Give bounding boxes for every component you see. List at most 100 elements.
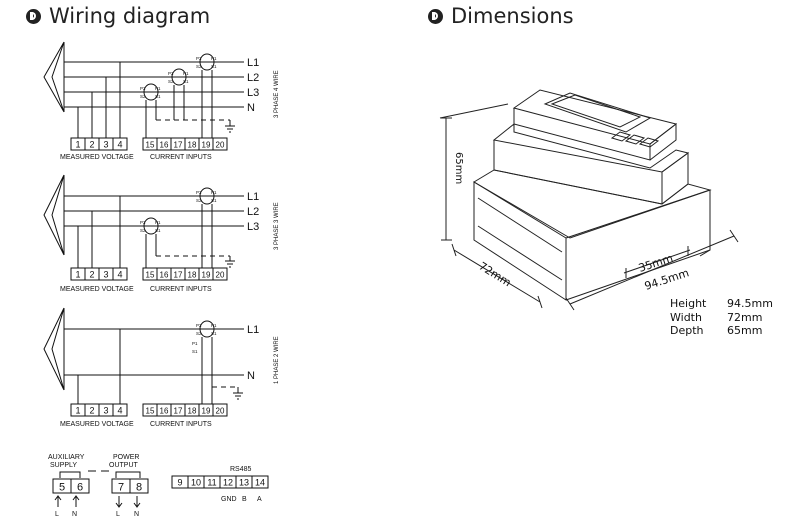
- ct-p2: P2: [168, 71, 174, 76]
- ct-s2: S2: [196, 331, 202, 336]
- meter-groove: [477, 197, 563, 281]
- ct-p1: P1: [211, 56, 217, 61]
- terminal-number: 19: [202, 407, 211, 416]
- terminal-number: 13: [239, 478, 249, 488]
- spec-label: Height: [670, 297, 707, 310]
- terminal-number: 20: [216, 141, 225, 150]
- ground-icon: [233, 387, 243, 400]
- terminal: [112, 403, 128, 417]
- terminal-number: 7: [118, 482, 124, 494]
- wiring-diagram-heading: Wiring diagram: [26, 4, 210, 28]
- spec-row-depth: Depth 65mm: [670, 324, 762, 337]
- terminal-number: 8: [136, 482, 142, 494]
- current-transformer: [199, 320, 215, 338]
- b-label: B: [242, 496, 247, 503]
- spec-value: 94.5mm: [727, 297, 773, 310]
- supply-label: SUPPLY: [50, 462, 77, 469]
- ct-s1: S1: [192, 349, 198, 354]
- ct-s1: S1: [155, 228, 161, 233]
- ct-p2: P2: [196, 56, 202, 61]
- terminal-number: 14: [255, 478, 265, 488]
- terminal-number: 11: [207, 478, 216, 488]
- output-label: OUTPUT: [109, 462, 139, 469]
- terminal-number: 20: [216, 407, 225, 416]
- ground-icon: [225, 120, 235, 133]
- power-n-label: N: [134, 511, 139, 518]
- button-icon: [610, 131, 660, 148]
- single-phase-two-wire-label: 1 PHASE 2 WIRE: [274, 336, 280, 384]
- label-l2: L2: [247, 206, 259, 218]
- ct-p1: P1: [192, 341, 198, 346]
- power-l-label: L: [116, 511, 120, 518]
- terminal: [112, 137, 128, 151]
- label-l3: L3: [247, 87, 259, 99]
- ct-s1: S1: [183, 79, 189, 84]
- spec-row-height: Height 94.5mm: [670, 297, 773, 310]
- depth-inner-dimension-line: [623, 249, 691, 274]
- meter-middle-top: [492, 122, 690, 173]
- terminal-number: 1: [75, 406, 80, 416]
- ct-p1: P1: [211, 323, 217, 328]
- height-dim-label: 65mm: [453, 152, 464, 184]
- dimensions-heading: Dimensions: [428, 4, 574, 28]
- terminal-number: 16: [160, 407, 169, 416]
- aux-n-label: N: [72, 511, 77, 518]
- meter-lower-side: [565, 189, 711, 301]
- terminal-number: 3: [103, 140, 108, 150]
- terminal-number: 10: [191, 478, 201, 488]
- meter-lower-front: [473, 181, 567, 301]
- terminal-number: 12: [223, 478, 233, 488]
- dimensions-title: Dimensions: [451, 4, 574, 28]
- terminal-number: 6: [77, 482, 83, 494]
- terminal-number: 18: [188, 407, 197, 416]
- arrow-up-icon: [54, 495, 80, 507]
- supply-bracket: [43, 41, 65, 113]
- auxiliary-terminals: AUXILIARY SUPPLY POWER OUTPUT RS485 GND …: [48, 454, 269, 518]
- spec-value: 65mm: [727, 324, 763, 337]
- terminal: [112, 267, 128, 281]
- three-phase-three-wire-label: 3 PHASE 3 WIRE: [274, 202, 280, 250]
- display-window: [543, 92, 652, 133]
- spec-value: 72mm: [727, 311, 763, 324]
- terminal-number: 3: [103, 270, 108, 280]
- ground-icon: [225, 256, 235, 268]
- meter-top-face: [512, 89, 678, 145]
- current-transformer: [143, 83, 159, 101]
- label-l1: L1: [247, 191, 259, 203]
- ct-p2: P2: [196, 190, 202, 195]
- current-transformer: [199, 53, 215, 71]
- terminal-number: 18: [188, 141, 197, 150]
- display-screen: [550, 94, 642, 128]
- terminal-number: 3: [103, 406, 108, 416]
- current-inputs-label: CURRENT INPUTS: [150, 286, 212, 293]
- meter-top-front: [513, 108, 651, 161]
- terminal-number: 2: [89, 140, 94, 150]
- ct-secondary-lead: [201, 337, 213, 404]
- arrow-down-icon: [115, 496, 141, 508]
- ct-secondary-lead: [145, 204, 213, 268]
- spec-label: Depth: [670, 324, 704, 337]
- ct-p2: P2: [140, 220, 146, 225]
- a-label: A: [257, 496, 262, 503]
- terminal-number: 16: [160, 141, 169, 150]
- auxiliary-label: AUXILIARY: [48, 454, 85, 461]
- ct-s2: S2: [168, 79, 174, 84]
- label-n: N: [247, 370, 255, 382]
- terminal: [212, 137, 228, 151]
- aux-bracket: [59, 470, 141, 478]
- depth-dimension-line: [565, 229, 739, 311]
- measured-voltage-label: MEASURED VOLTAGE: [60, 154, 134, 161]
- meter-top-side: [649, 122, 677, 161]
- terminal-number: 1: [75, 140, 80, 150]
- terminal-number: 19: [202, 141, 211, 150]
- current-inputs-label: CURRENT INPUTS: [150, 154, 212, 161]
- terminal-number: 18: [188, 271, 197, 280]
- supply-bracket: [43, 174, 65, 256]
- current-transformer: [199, 187, 215, 205]
